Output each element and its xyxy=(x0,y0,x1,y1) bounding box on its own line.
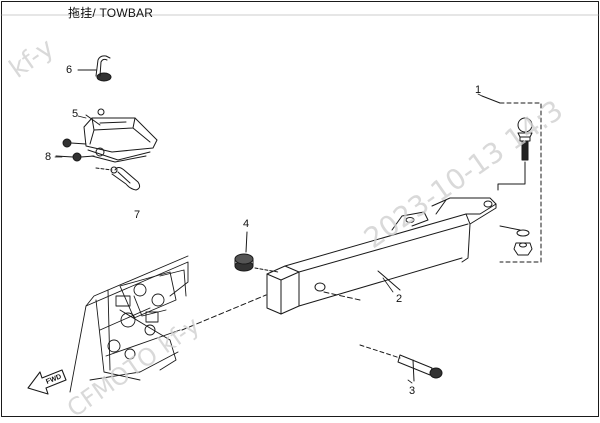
vehicle-rear-frame xyxy=(69,255,189,393)
callout-5: 5 xyxy=(72,108,79,120)
callout-1: 1 xyxy=(475,84,482,96)
part-5-hitch-bracket xyxy=(83,108,158,163)
callout-6: 6 xyxy=(66,64,73,76)
part-7-cotter-pin xyxy=(95,166,141,191)
callout-3: 3 xyxy=(409,385,416,397)
callout-4: 4 xyxy=(243,218,250,230)
callout-7: 7 xyxy=(134,209,141,221)
forward-direction-arrow xyxy=(27,369,67,395)
part-2-towbar-tube xyxy=(181,197,497,331)
part-1-hitch-ball-kit xyxy=(481,95,542,263)
callout-leaders xyxy=(54,93,483,384)
callout-8: 8 xyxy=(45,151,52,163)
callout-2: 2 xyxy=(396,293,403,305)
part-4-spacer xyxy=(234,231,279,273)
diagram-title: 拖挂/ TOWBAR xyxy=(68,6,154,20)
part-3-pin-bolt xyxy=(359,344,443,382)
part-8-bolts xyxy=(55,138,95,162)
part-6-lock-pin xyxy=(77,55,112,82)
